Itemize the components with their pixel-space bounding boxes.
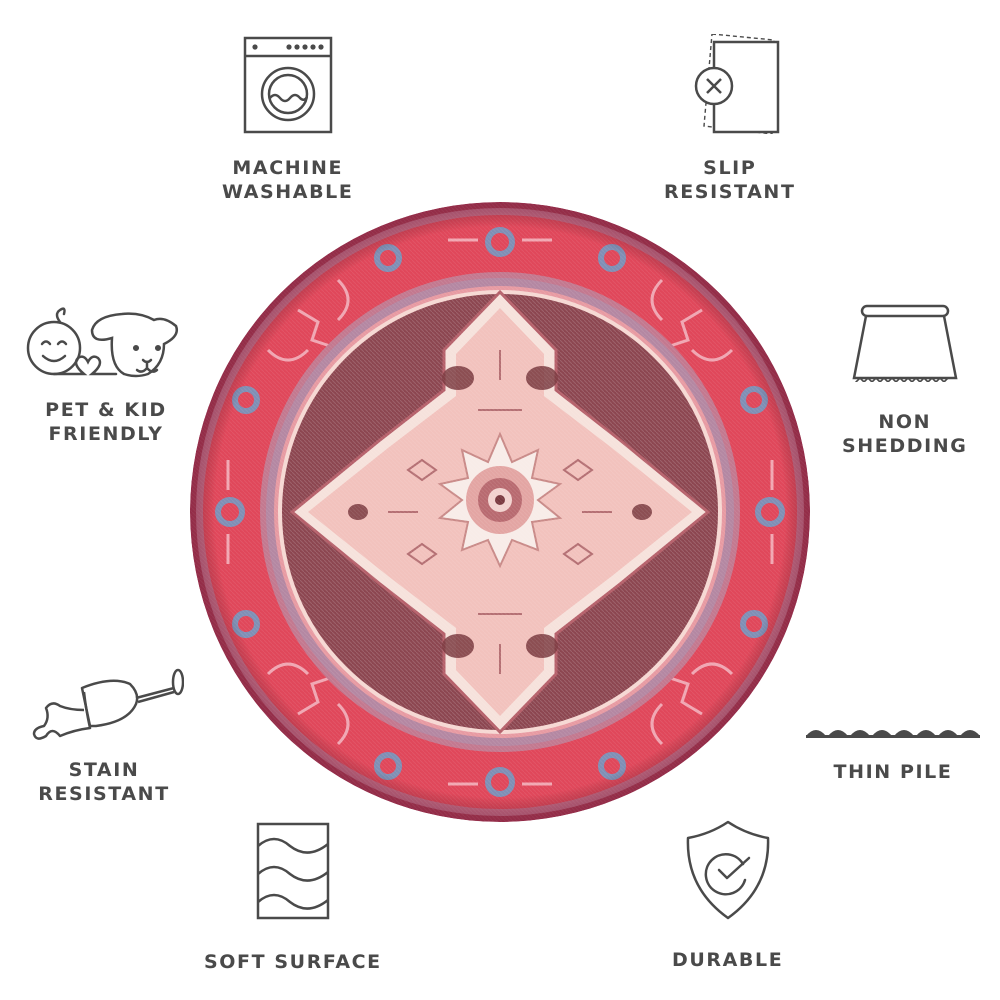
feature-machine-washable: MACHINE WASHABLE <box>222 36 353 204</box>
soft-surface-icon <box>256 822 330 920</box>
spilled-wine-glass-icon <box>32 668 184 740</box>
feature-non-shedding: NON SHEDDING <box>842 302 967 458</box>
baby-and-dog-icon <box>26 307 178 378</box>
shield-check-icon <box>686 820 769 920</box>
feature-label: STAIN RESISTANT <box>38 759 170 805</box>
feature-label: SOFT SURFACE <box>204 951 382 973</box>
feature-pet-kid-friendly: PET & KID FRIENDLY <box>24 302 188 446</box>
feature-thin-pile: THIN PILE <box>806 722 980 784</box>
feature-durable: DURABLE <box>672 820 783 972</box>
feature-slip-resistant: SLIP RESISTANT <box>664 34 796 204</box>
feature-stain-resistant: STAIN RESISTANT <box>24 668 184 806</box>
feature-label: SLIP RESISTANT <box>664 157 796 203</box>
feature-soft-surface: SOFT SURFACE <box>204 822 382 974</box>
feature-label: NON SHEDDING <box>842 411 968 457</box>
slip-resistant-pad-icon <box>694 34 779 134</box>
non-shedding-rug-icon <box>852 304 958 382</box>
feature-label: THIN PILE <box>833 761 953 783</box>
washing-machine-icon <box>243 36 332 134</box>
round-rug-image <box>190 202 810 822</box>
feature-label: DURABLE <box>672 949 784 971</box>
feature-label: MACHINE WASHABLE <box>222 157 354 203</box>
feature-label: PET & KID FRIENDLY <box>45 399 167 445</box>
thin-pile-icon <box>806 730 980 738</box>
